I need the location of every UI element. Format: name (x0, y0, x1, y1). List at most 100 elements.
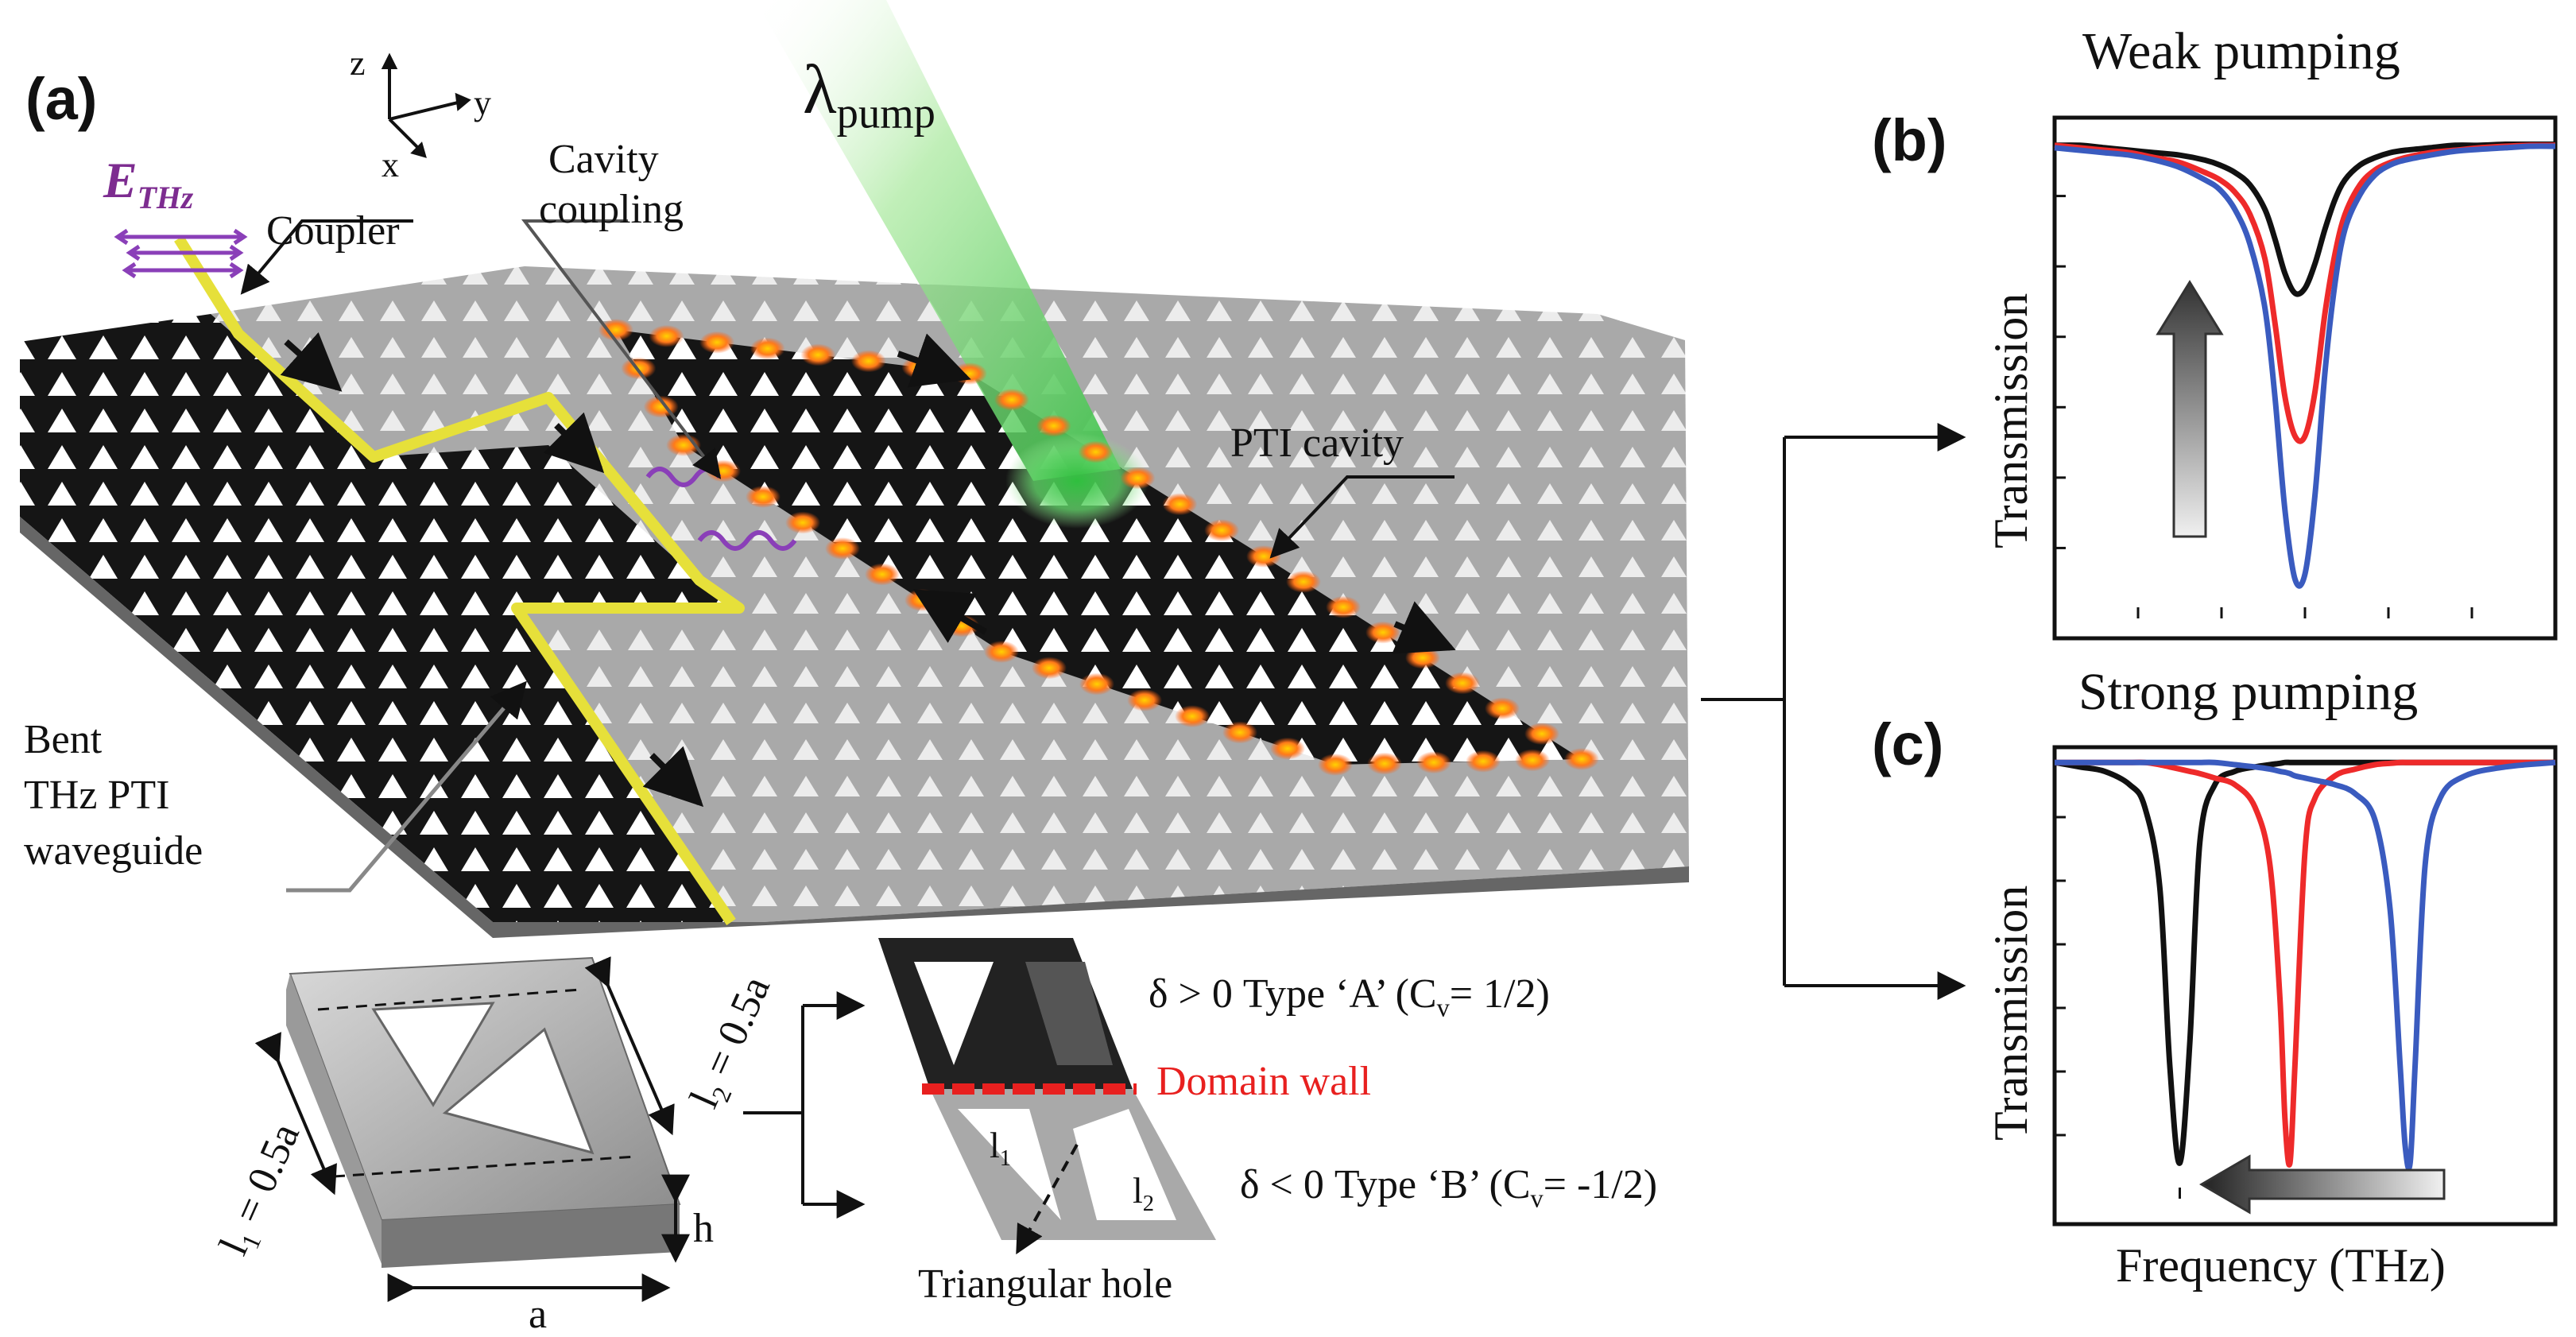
cavity-dot (746, 486, 781, 508)
domain-wall-label: Domain wall (1156, 1059, 1372, 1104)
triangular-hole-pointer (1016, 1144, 1079, 1255)
cavity-dot (865, 563, 900, 586)
panel-b-letter: (b) (1872, 107, 1947, 173)
cavity-dot (1078, 440, 1114, 463)
cavity-dot (1367, 752, 1402, 775)
chart-c-series (2054, 759, 2556, 1172)
bent-waveguide-label-line2: THz PTI (24, 773, 170, 818)
bent-waveguide-label-line1: Bent (24, 717, 103, 762)
cavity-dot (1326, 595, 1361, 618)
cavity-dot (1485, 697, 1520, 720)
cavity-dot (994, 388, 1029, 411)
flow-arrow (1392, 601, 1456, 654)
triangle-l2-label: l2 (1133, 1170, 1155, 1217)
l2-dimension (584, 956, 675, 1136)
pti-cavity-region (616, 330, 1582, 765)
cavity-dot (850, 350, 886, 373)
h-label: h (693, 1206, 714, 1251)
flow-arrow (642, 746, 704, 808)
cavity-dot (1445, 672, 1480, 695)
series-line-blue (2054, 143, 2556, 589)
cavity-dot (1270, 737, 1305, 760)
axis-y-label: y (474, 83, 491, 122)
flow-arrow (543, 412, 605, 474)
branch-connector (1701, 423, 1966, 1000)
cavity-dot (1120, 467, 1156, 490)
cavity-dot (825, 537, 860, 560)
cavity-dot (598, 319, 633, 341)
chart-b-ticks (2055, 195, 2473, 618)
cavity-dot (750, 337, 785, 360)
panel-b-ylabel: Transmission (1985, 293, 2037, 548)
series-line-blue (2055, 759, 2556, 1172)
panel-b-title: Weak pumping (2082, 22, 2400, 80)
waveguide-path (174, 235, 745, 925)
cavity-dot (1405, 646, 1440, 669)
bent-waveguide-label-line3: waveguide (24, 828, 203, 874)
cavity-dot (1175, 705, 1210, 728)
series-line-red (2055, 759, 2555, 1168)
panel-c-xlabel: Frequency (THz) (2116, 1239, 2446, 1292)
cavity-dot (649, 324, 684, 347)
cavity-dot (1246, 545, 1281, 568)
type-b-label: δ < 0 Type ‘B’ (Cv= -1/2) (1240, 1162, 1658, 1213)
axis-x-label: x (382, 145, 399, 184)
type-split-arrows (743, 991, 866, 1219)
l1-dimension (254, 1032, 337, 1196)
cavity-coupling-label-line1: Cavity (548, 137, 659, 182)
cavity-dot (1286, 570, 1321, 593)
cavity-dot (1416, 751, 1451, 774)
pti-cavity-label: PTI cavity (1230, 420, 1404, 466)
triangular-hole-label: Triangular hole (918, 1261, 1173, 1307)
cavity-dot (1318, 754, 1353, 776)
field-label: ETHz (103, 152, 194, 215)
flow-arrow (897, 333, 971, 388)
panel-c-title: Strong pumping (2078, 663, 2419, 721)
cavity-dot (1204, 519, 1240, 542)
series-line-black (2054, 141, 2555, 297)
cavity-dot (1466, 750, 1501, 773)
type-a-label: δ > 0 Type ‘A’ (Cv= 1/2) (1149, 971, 1550, 1022)
chart-c (2052, 745, 2558, 1227)
cavity-dot (1162, 493, 1198, 516)
panel-c-letter: (c) (1872, 711, 1944, 777)
bent-waveguide-leader (286, 680, 527, 893)
triangle-l1-label: l1 (990, 1125, 1012, 1172)
chart-b-frame (2052, 115, 2558, 641)
cavity-dot (1524, 723, 1559, 746)
cavity-dot (800, 343, 836, 366)
cavity-coupling-label-line2: coupling (539, 187, 684, 232)
coupler-leader (240, 219, 413, 295)
flow-arrow (912, 589, 988, 643)
unit-cell-3d (286, 956, 681, 1268)
pump-spot (1005, 433, 1149, 529)
increase-arrow-icon (2156, 280, 2224, 538)
cavity-dot (1515, 749, 1550, 772)
cavity-dot (1365, 621, 1400, 644)
cavity-dot (699, 331, 735, 354)
panel-c-ylabel: Transmission (1985, 885, 2037, 1141)
cavity-coupling-leader (521, 219, 722, 479)
field-arrows-icon (114, 228, 248, 279)
a-label: a (529, 1292, 548, 1337)
cavity-dot (1036, 414, 1071, 437)
axes-triad-icon (381, 52, 471, 158)
pump-beam (755, 0, 1121, 481)
cavity-dot (1127, 688, 1162, 711)
shift-arrow-icon (2199, 1154, 2446, 1215)
flow-arrow (280, 331, 343, 392)
axis-z-label: z (350, 44, 366, 83)
chart-b-series (2054, 141, 2556, 589)
cavity-dot (984, 641, 1019, 663)
cavity-dot (785, 511, 820, 534)
domain-wall-triangles (878, 938, 1216, 1255)
panel-a-letter: (a) (25, 66, 98, 132)
coupling-wave-icon (697, 530, 797, 551)
pti-cavity-leader (1269, 475, 1455, 559)
pump-label: λpump (803, 52, 935, 138)
cavity-dot (1032, 657, 1067, 680)
cavity-dot (1564, 748, 1599, 770)
chart-b (2052, 115, 2558, 641)
cavity-dot (1222, 721, 1257, 744)
